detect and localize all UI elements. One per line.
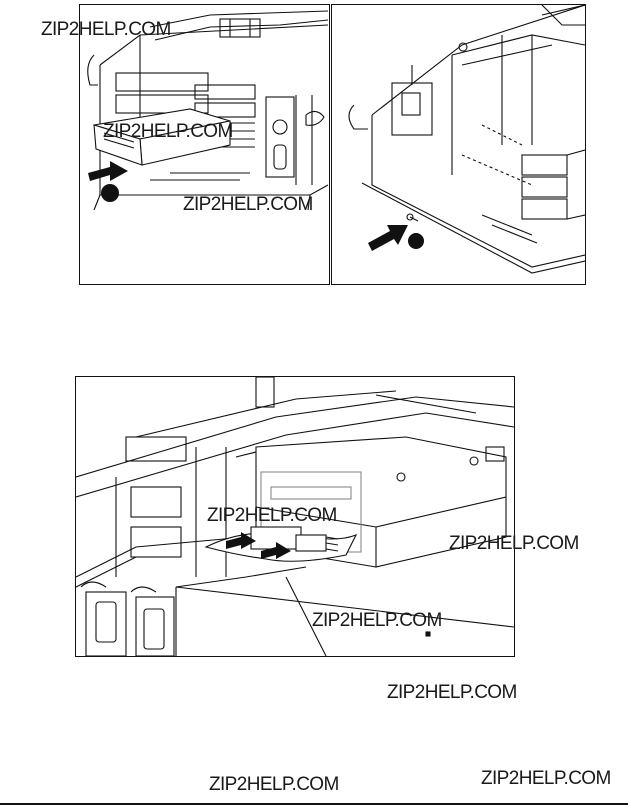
- callout-2-marker: [408, 233, 424, 249]
- watermark-8: ZIP2HELP.COM: [209, 774, 339, 795]
- figure-cable-connect: [75, 376, 515, 657]
- cable-arrow-icon-1: [226, 532, 256, 549]
- callout-1-marker: [101, 184, 119, 202]
- watermark-2: ZIP2HELP.COM: [103, 121, 233, 142]
- figure-screw-attach: [331, 4, 586, 285]
- watermark-7: ZIP2HELP.COM: [387, 682, 517, 703]
- watermark-6: ZIP2HELP.COM: [312, 610, 442, 631]
- watermark-5: ZIP2HELP.COM: [449, 533, 579, 554]
- figure-drive-insert: [79, 4, 330, 285]
- screw-arrow-icon: [368, 225, 408, 251]
- cable-connect-illustration: [76, 377, 514, 656]
- drive-insert-illustration: [87, 10, 329, 211]
- cable-arrow-icon-2: [261, 542, 291, 559]
- page-bottom-rule: [0, 803, 628, 805]
- watermark-4: ZIP2HELP.COM: [207, 505, 337, 526]
- insert-arrow-icon: [88, 161, 128, 181]
- watermark-9: ZIP2HELP.COM: [481, 768, 611, 789]
- watermark-1: ZIP2HELP.COM: [41, 19, 171, 40]
- screw-attach-illustration: [348, 5, 585, 274]
- watermark-3: ZIP2HELP.COM: [183, 194, 313, 215]
